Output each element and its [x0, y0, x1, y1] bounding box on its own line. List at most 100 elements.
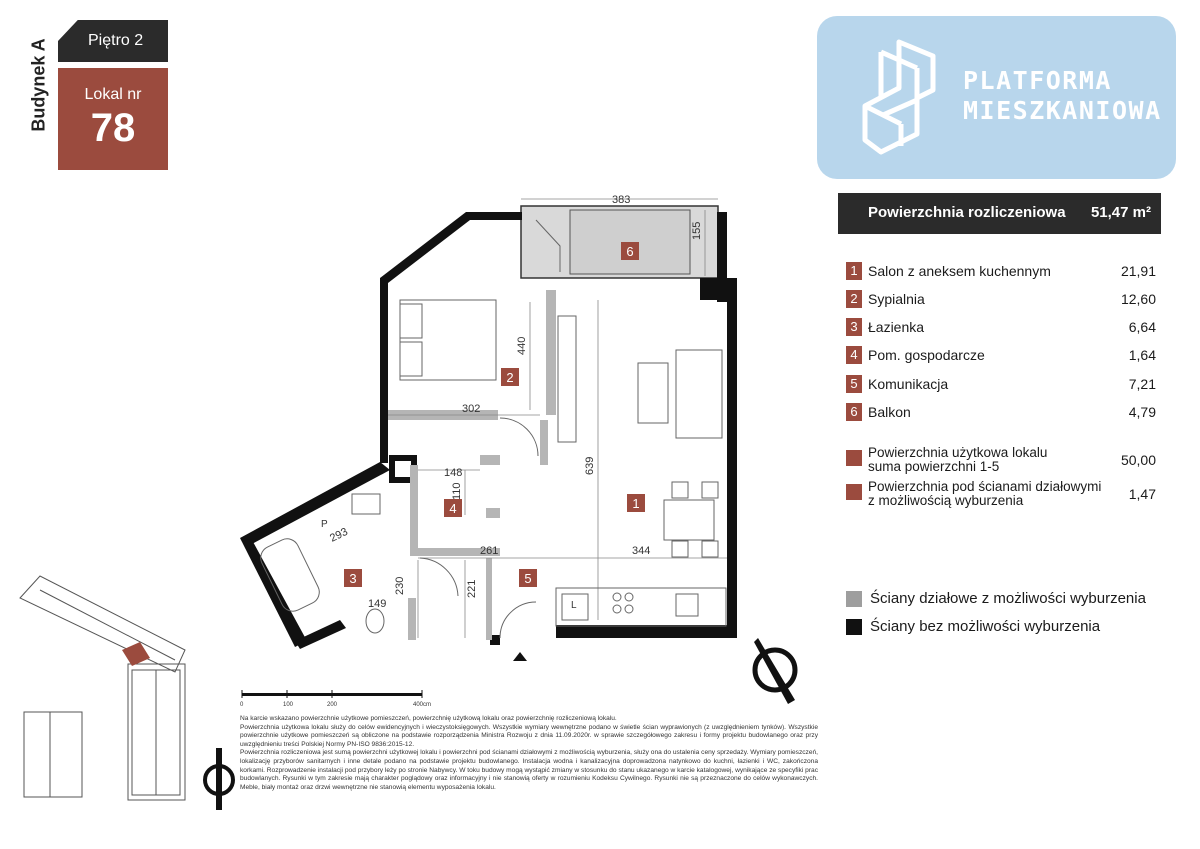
svg-text:639: 639: [584, 457, 596, 475]
scale-bar: [241, 690, 423, 698]
usable-area-marker: [846, 450, 862, 466]
svg-text:221: 221: [466, 580, 478, 598]
bathtub-icon: [260, 538, 320, 612]
unit-label: Lokal nr: [84, 86, 142, 103]
room-number-badge: 5: [846, 375, 862, 393]
usable-area-value: 50,00: [1120, 452, 1156, 468]
room-row: 5 Komunikacja 7,21: [846, 375, 1156, 397]
svg-text:1: 1: [632, 496, 639, 511]
sink-icon: [675, 593, 699, 617]
table-icon: [663, 499, 715, 541]
removable-wall-label: Ściany działowe z możliwości wyburzenia: [870, 590, 1146, 607]
room-name: Pom. gospodarcze: [868, 347, 985, 363]
bed-icon: [399, 299, 497, 381]
room-row: 6 Balkon 4,79: [846, 403, 1156, 425]
scale-tick-200: 200: [327, 702, 338, 708]
walls-area-value: 1,47: [1128, 486, 1156, 502]
logo-cube-icon: [862, 39, 936, 155]
svg-text:383: 383: [612, 194, 630, 206]
total-area-value: 51,47 m²: [1090, 204, 1151, 221]
permanent-wall-swatch: [846, 619, 862, 635]
room-row: 2 Sypialnia 12,60: [846, 290, 1156, 312]
note-paragraph: Powierzchnia użytkowa lokalu służy do ce…: [240, 723, 818, 748]
kitchen-counter-icon: [555, 587, 727, 627]
scale-tick-400: 400cm: [413, 702, 431, 708]
usable-area-line-1: Powierzchnia użytkowa lokalu: [868, 445, 1048, 460]
legend-removable: Ściany działowe z możliwości wyburzenia: [846, 589, 1166, 611]
walls-area-row: Powierzchnia pod ścianami działowymi z m…: [846, 480, 1156, 510]
site-compass-icon: [203, 748, 235, 810]
room-name: Sypialnia: [868, 291, 925, 307]
svg-text:302: 302: [462, 403, 480, 415]
room-area: 7,21: [1128, 376, 1156, 392]
svg-text:3: 3: [349, 571, 356, 586]
room-name: Salon z aneksem kuchennym: [868, 263, 1051, 279]
unit-tag: Lokal nr 78: [58, 68, 168, 170]
unit-location-marker: [122, 642, 150, 666]
svg-text:293: 293: [328, 526, 350, 545]
svg-text:440: 440: [516, 337, 528, 355]
scale-tick-100: 100: [283, 702, 294, 708]
toilet-icon: [365, 608, 385, 634]
usable-area-row: Powierzchnia użytkowa lokalu suma powier…: [846, 446, 1156, 476]
compass-icon: [752, 638, 798, 704]
fixture-labels: L P: [321, 519, 577, 611]
room-number-badge: 2: [846, 290, 862, 308]
sofa-icon: [675, 349, 723, 439]
room-area: 6,64: [1128, 319, 1156, 335]
svg-text:230: 230: [394, 577, 406, 595]
room-row: 4 Pom. gospodarcze 1,64: [846, 346, 1156, 368]
furniture: [260, 219, 727, 639]
room-name: Komunikacja: [868, 376, 949, 392]
svg-text:2: 2: [506, 370, 513, 385]
permanent-walls: [240, 212, 737, 649]
svg-text:261: 261: [480, 545, 498, 557]
room-row: 3 Łazienka 6,64: [846, 318, 1156, 340]
room-number-badge: 3: [846, 318, 862, 336]
total-area-bar: Powierzchnia rozliczeniowa 51,47 m²: [838, 193, 1161, 234]
svg-text:6: 6: [626, 244, 633, 259]
room-row: 1 Salon z aneksem kuchennym 21,91: [846, 262, 1156, 284]
svg-text:P: P: [321, 519, 328, 530]
brand-logo: PLATFORMA MIESZKANIOWA: [817, 16, 1176, 179]
room-name: Balkon: [868, 404, 911, 420]
room-area: 1,64: [1128, 347, 1156, 363]
scale-labels: 0 100 200 400cm: [240, 702, 431, 708]
svg-text:5: 5: [524, 571, 531, 586]
svg-text:148: 148: [444, 467, 462, 479]
legend-permanent: Ściany bez możliwości wyburzenia: [846, 617, 1166, 639]
scale-tick-0: 0: [240, 702, 244, 708]
walls-area-line-2: z możliwością wyburzenia: [868, 493, 1024, 508]
usable-area-line-2: suma powierzchni 1-5: [868, 459, 1000, 474]
dimension-lines: [388, 198, 727, 638]
logo-line-2: MIESZKANIOWA: [963, 96, 1162, 125]
entrance-arrow-icon: [513, 652, 527, 661]
walls-area-marker: [846, 484, 862, 500]
wardrobe-icon: [557, 315, 577, 443]
room-name: Łazienka: [868, 319, 925, 335]
fridge-icon: [561, 593, 589, 621]
room-area: 21,91: [1120, 263, 1156, 279]
logo-text: PLATFORMA MIESZKANIOWA: [963, 66, 1162, 126]
usable-area-label: Powierzchnia użytkowa lokalu suma powier…: [868, 446, 1047, 474]
unit-number: 78: [90, 106, 136, 150]
note-paragraph: Powierzchnia rozliczeniowa jest sumą pow…: [240, 749, 818, 791]
svg-text:4: 4: [449, 501, 456, 516]
tv-unit-icon: [637, 362, 669, 424]
note-paragraph: Na karcie wskazano powierzchnie użytkowe…: [240, 715, 617, 722]
site-plan-thumbnail: [19, 575, 186, 801]
permanent-wall-label: Ściany bez możliwości wyburzenia: [870, 618, 1101, 635]
svg-text:L: L: [571, 600, 577, 611]
room-area: 12,60: [1120, 291, 1156, 307]
room-number-badge: 4: [846, 346, 862, 364]
svg-text:344: 344: [632, 545, 650, 557]
total-area-label: Powierzchnia rozliczeniowa: [868, 204, 1066, 221]
svg-text:149: 149: [368, 598, 386, 610]
svg-text:155: 155: [691, 222, 703, 240]
walls-area-line-1: Powierzchnia pod ścianami działowymi: [868, 479, 1102, 494]
floor-text: Piętro 2: [88, 32, 144, 49]
room-area: 4,79: [1128, 404, 1156, 420]
disclaimer-notes: Na karcie wskazano powierzchnie użytkowe…: [240, 715, 818, 792]
room-number-badge: 6: [846, 403, 862, 421]
